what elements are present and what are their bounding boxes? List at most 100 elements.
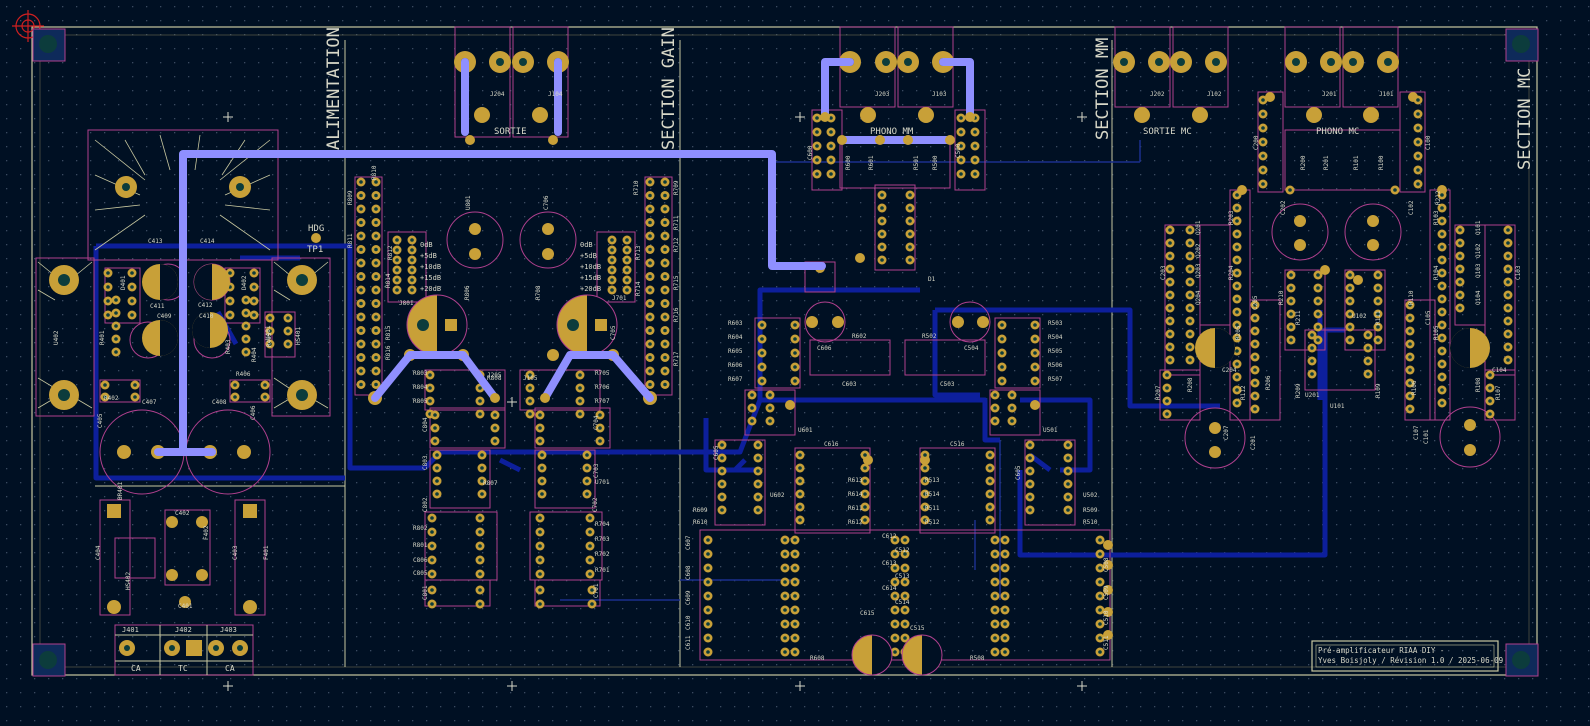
svg-text:+5dB: +5dB: [420, 252, 437, 260]
pad-drill: [1458, 254, 1462, 258]
pad-drill: [903, 552, 907, 556]
ref-r602: R602: [852, 333, 867, 340]
pad-drill: [993, 566, 997, 570]
pad-drill: [959, 172, 963, 176]
ref-r105: R105: [1433, 325, 1440, 340]
pad-drill: [1440, 232, 1444, 236]
pad-drill: [663, 261, 667, 265]
ref-c107: C107: [1413, 425, 1420, 440]
ref-r811: R811: [347, 233, 354, 248]
pad-drill: [538, 516, 542, 520]
pad-drill: [1261, 168, 1265, 172]
pad-drill: [374, 247, 378, 252]
pad-drill: [798, 505, 802, 509]
ref-r701: R701: [595, 567, 610, 574]
pad-drill: [435, 479, 439, 483]
pad-drill: [1168, 306, 1172, 310]
pad-drill: [783, 622, 787, 626]
pad-drill: [106, 285, 110, 289]
ref-r109: R109: [1375, 383, 1382, 398]
pad-drill: [923, 453, 927, 457]
pad-drill: [1289, 273, 1293, 277]
pad-drill: [1168, 358, 1172, 362]
ref-j402: J402: [175, 626, 192, 634]
pad-drill: [756, 443, 760, 447]
pad-drill: [1188, 306, 1192, 310]
ref-r710: R710: [633, 180, 640, 195]
pad-drill: [1416, 140, 1420, 144]
pad-drill: [106, 313, 110, 317]
pad-drill: [663, 288, 667, 292]
pad-drill: [973, 144, 977, 148]
pad-drill: [815, 144, 819, 148]
pad-drill: [1376, 325, 1380, 329]
pad-drill: [1010, 406, 1014, 410]
pad-drill: [1408, 316, 1412, 320]
pad-drill: [1316, 338, 1320, 342]
pad-drill: [130, 313, 134, 317]
pad-drill: [590, 602, 594, 606]
ref-r711: R711: [673, 215, 680, 230]
pad-drill: [993, 622, 997, 626]
pad-drill: [478, 530, 482, 534]
pad-drill: [1440, 284, 1444, 288]
ref-br401: BR401: [117, 482, 124, 500]
pad-drill: [359, 180, 363, 184]
pad-drill: [374, 234, 378, 238]
pad-drill: [1235, 232, 1239, 236]
ref-c606: C606: [817, 345, 832, 352]
pad-drill: [1316, 325, 1320, 329]
svg-text:J203: J203: [875, 91, 890, 98]
pad-drill: [478, 399, 482, 403]
pad-drill: [1348, 299, 1352, 303]
pad-drill: [1168, 293, 1172, 297]
pad-drill: [480, 479, 484, 483]
ref-r607: R607: [728, 376, 743, 383]
pad-drill: [598, 413, 602, 417]
pad-drill: [435, 453, 439, 457]
pad-drill: [478, 544, 482, 548]
ref-r100: R100: [1378, 155, 1385, 170]
pad-drill: [903, 594, 907, 598]
ref-r207: R207: [1155, 385, 1162, 400]
pad-drill: [1098, 538, 1102, 542]
pad-drill: [1235, 401, 1239, 405]
pad-drill: [903, 580, 907, 584]
pad-drill: [750, 419, 754, 423]
pad-drill: [1458, 228, 1462, 232]
pad-drill: [430, 602, 434, 606]
pad-drill: [374, 180, 378, 184]
pad-drill: [1098, 552, 1102, 556]
ref-r405: R405: [266, 332, 273, 347]
pad-drill: [720, 443, 724, 447]
pad-drill: [359, 193, 363, 198]
pad-drill: [993, 419, 997, 423]
pad-drill: [1168, 241, 1172, 245]
pad-drill: [863, 492, 867, 496]
pad-drill: [1416, 182, 1420, 186]
ref-r812: R812: [387, 245, 394, 260]
pad-drill: [1440, 336, 1444, 340]
pad-drill: [585, 492, 589, 496]
ref-r203: R203: [1228, 210, 1235, 225]
pad-drill: [1235, 284, 1239, 288]
pad-drill: [1261, 98, 1265, 102]
pad-drill: [993, 580, 997, 584]
pad-drill: [1066, 495, 1070, 499]
ref-hs402: HS402: [125, 572, 132, 590]
pad-drill: [395, 288, 399, 292]
ref-c414: C414: [200, 238, 215, 245]
label-sortie: SORTIE: [494, 127, 527, 137]
pad-drill: [798, 453, 802, 457]
ref-c706: C706: [543, 195, 550, 210]
pad-drill: [798, 518, 802, 522]
pad-drill: [493, 426, 497, 430]
ref-c515: C515: [910, 625, 925, 632]
ref-r803: R803: [413, 370, 428, 377]
pad-drill: [1188, 293, 1192, 297]
pad-drill: [359, 247, 363, 252]
pad-drill: [663, 220, 667, 225]
pad-drill: [893, 650, 897, 654]
pad-drill: [1408, 342, 1412, 346]
